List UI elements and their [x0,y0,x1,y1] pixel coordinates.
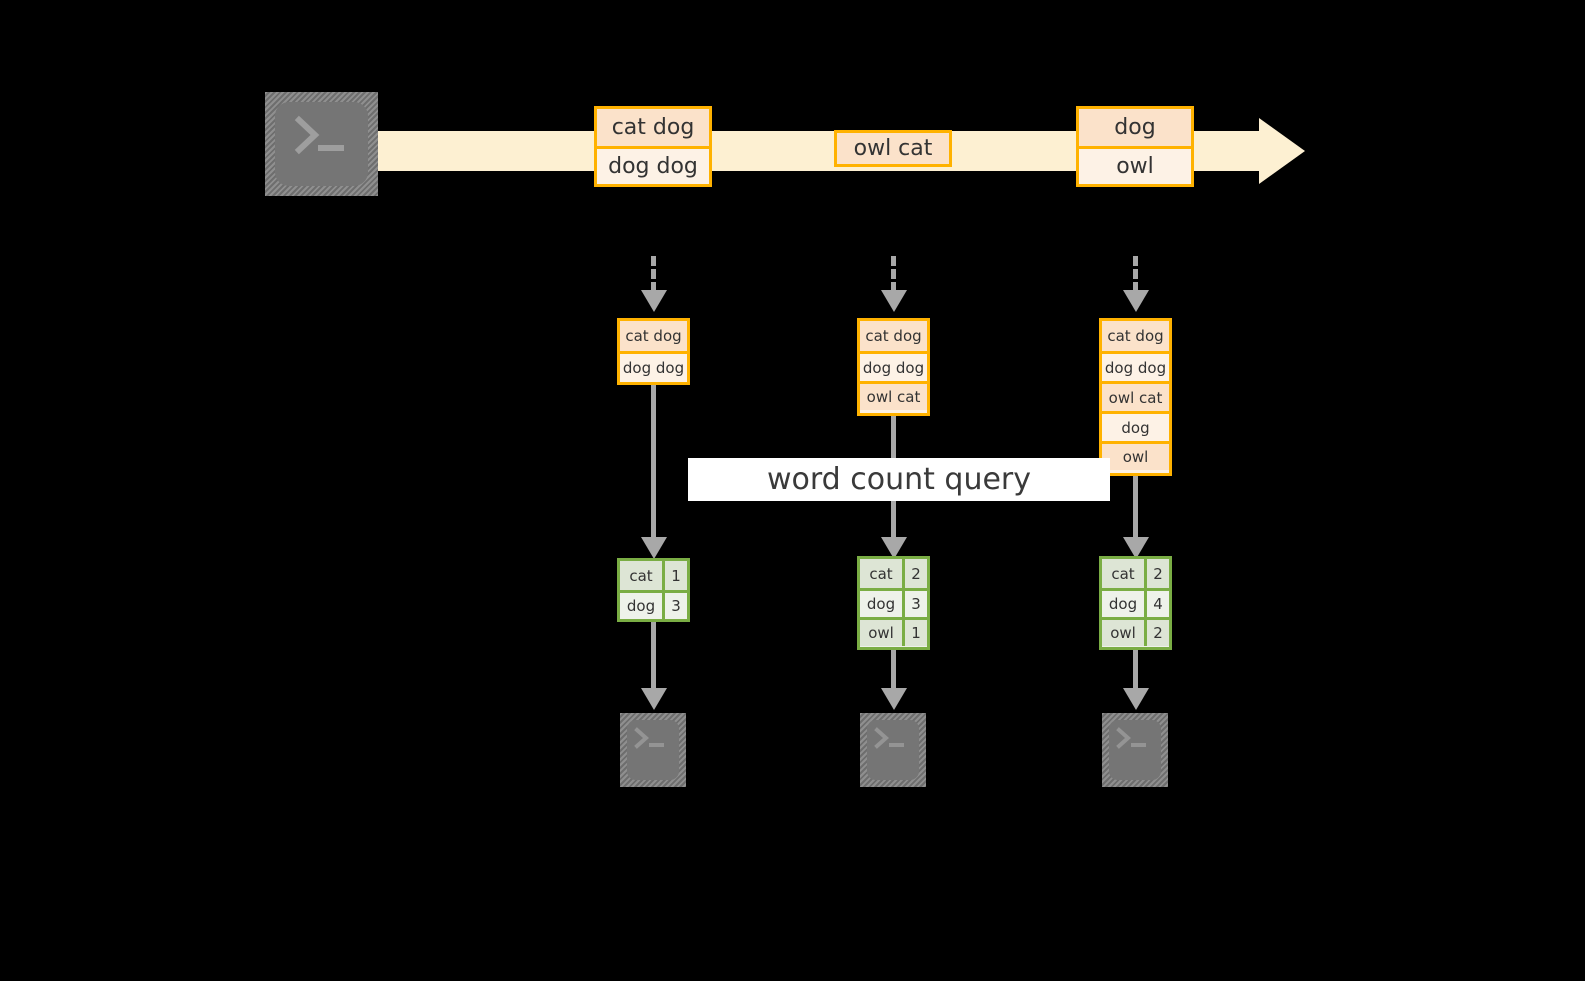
buffer-record: dog dog [1102,351,1169,381]
snapshot-1-sink-arrowhead [641,688,667,710]
result-count: 2 [1147,620,1169,646]
snapshot-3-sink-arrowhead [1123,688,1149,710]
buffer-record: cat dog [860,321,927,351]
result-word: owl [1102,620,1147,646]
stream-record: dog [1079,109,1191,146]
terminal-prompt-icon [294,115,344,155]
snapshot-2-sink-terminal-icon[interactable] [860,713,926,787]
snapshot-2-tap-line [891,256,896,292]
stream-arrow-head [1259,118,1305,184]
result-word: dog [620,593,665,619]
source-terminal-icon[interactable] [265,92,378,196]
snapshot-2-sink-arrowhead [881,688,907,710]
buffer-record: cat dog [1102,321,1169,351]
stream-record: dog dog [597,146,709,184]
table-row: dog 3 [860,588,927,617]
query-label: word count query [688,458,1110,501]
table-row: owl 2 [1102,617,1169,646]
table-row: cat 2 [860,559,927,588]
stream-group-3: dog owl [1076,106,1194,187]
snapshot-1-result-table: cat 1 dog 3 [617,558,690,622]
table-row: owl 1 [860,617,927,646]
result-count: 2 [905,559,927,588]
snapshot-1-tap-arrowhead [641,290,667,312]
snapshot-1-query-line [651,385,656,541]
table-row: cat 1 [620,561,687,590]
snapshot-1-buffer: cat dog dog dog [617,318,690,385]
snapshot-3-tap-arrowhead [1123,290,1149,312]
snapshot-3-result-table: cat 2 dog 4 owl 2 [1099,556,1172,650]
snapshot-1-query-arrowhead [641,537,667,559]
stream-group-2: owl cat [834,130,952,167]
stream-record: owl [1079,146,1191,184]
result-count: 3 [665,593,687,619]
snapshot-2-sink-line [891,650,896,692]
terminal-prompt-icon [1116,727,1146,749]
buffer-record: cat dog [620,321,687,351]
result-word: cat [1102,559,1147,588]
snapshot-2-tap-arrowhead [881,290,907,312]
terminal-prompt-icon [874,727,904,749]
snapshot-1-sink-terminal-icon[interactable] [620,713,686,787]
snapshot-3-sink-line [1133,650,1138,692]
table-row: cat 2 [1102,559,1169,588]
snapshot-1-tap-line [651,256,656,292]
snapshot-3-query-arrowhead [1123,537,1149,559]
buffer-record: owl [1102,441,1169,470]
buffer-record: dog dog [620,351,687,382]
table-row: dog 4 [1102,588,1169,617]
result-word: dog [1102,591,1147,617]
snapshot-2-result-table: cat 2 dog 3 owl 1 [857,556,930,650]
snapshot-3-query-line [1133,476,1138,541]
snapshot-2-query-arrowhead [881,537,907,559]
result-word: dog [860,591,905,617]
result-count: 4 [1147,591,1169,617]
snapshot-1-sink-line [651,622,656,692]
result-word: cat [860,559,905,588]
result-count: 2 [1147,559,1169,588]
terminal-body [275,102,368,186]
result-word: owl [860,620,905,646]
snapshot-3-buffer: cat dog dog dog owl cat dog owl [1099,318,1172,476]
buffer-record: owl cat [1102,381,1169,411]
stream-record: cat dog [597,109,709,146]
stream-group-1: cat dog dog dog [594,106,712,187]
snapshot-3-sink-terminal-icon[interactable] [1102,713,1168,787]
terminal-prompt-icon [634,727,664,749]
snapshot-3-tap-line [1133,256,1138,292]
buffer-record: dog [1102,411,1169,441]
result-word: cat [620,561,665,590]
snapshot-2-buffer: cat dog dog dog owl cat [857,318,930,416]
result-count: 1 [665,561,687,590]
stream-record: owl cat [837,133,949,164]
buffer-record: dog dog [860,351,927,381]
buffer-record: owl cat [860,381,927,410]
result-count: 1 [905,620,927,646]
table-row: dog 3 [620,590,687,619]
result-count: 3 [905,591,927,617]
